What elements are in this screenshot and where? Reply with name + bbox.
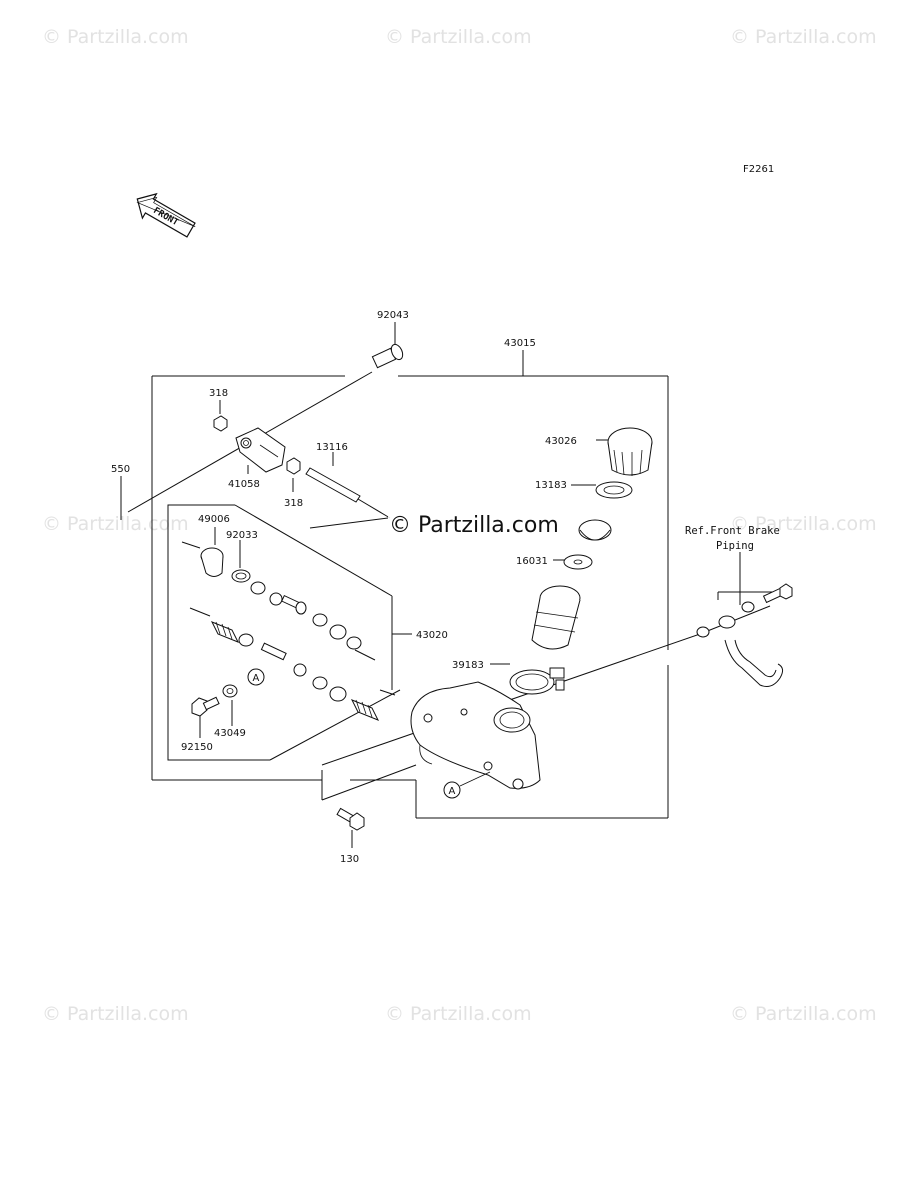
watermark-text: © Partzilla.com [730, 26, 877, 48]
callout-letter: A [449, 786, 456, 797]
reference-note-line1: Ref.Front Brake [685, 525, 780, 537]
nut-318-top [213, 415, 228, 432]
front-arrow-icon: FRONT [136, 192, 196, 238]
spring-upper [210, 621, 240, 643]
nut-318-bottom [286, 457, 301, 475]
bolt-92150 [191, 696, 220, 717]
callout-a-lower: A [443, 781, 461, 799]
callout-letter: A [253, 673, 260, 684]
watermark-text: © Partzilla.com [42, 513, 189, 535]
reference-note-line2: Piping [716, 540, 754, 552]
part-labels: 92043 43015 318 13116 41058 318 550 4302… [111, 310, 577, 865]
part-label-92033: 92033 [226, 530, 258, 541]
figure-code: F2261 [743, 164, 774, 175]
clamp-39183 [509, 667, 565, 695]
bolt-130 [336, 807, 365, 831]
part-label-43020: 43020 [416, 630, 448, 641]
watermark-text: © Partzilla.com [385, 1003, 532, 1025]
diaphragm [578, 519, 612, 541]
reference-note: Ref.Front Brake Piping [685, 525, 780, 552]
callout-a-upper: A [247, 668, 265, 686]
center-watermark-text: © Partzilla.com [389, 513, 559, 538]
watermark-text: © Partzilla.com [730, 1003, 877, 1025]
snap-ring-92033 [231, 569, 251, 583]
part-label-41058: 41058 [228, 479, 260, 490]
brake-piping-ref [696, 583, 793, 687]
watermark-text: © Partzilla.com [42, 26, 189, 48]
part-label-92150: 92150 [181, 742, 213, 753]
part-label-92043: 92043 [377, 310, 409, 321]
assembly-frame-43015 [151, 350, 669, 819]
clevis-41058 [235, 427, 286, 473]
plate-13183 [595, 481, 633, 499]
washer-43049 [222, 684, 238, 698]
watermark-text: © Partzilla.com [42, 1003, 189, 1025]
parts-drawings: A A [120, 343, 793, 831]
leader-lines [120, 322, 776, 848]
assembly-frame-43020 [167, 504, 412, 761]
part-label-43049: 43049 [214, 728, 246, 739]
part-label-49006: 49006 [198, 514, 230, 525]
spring-lower [350, 699, 380, 721]
washer-16031 [563, 554, 593, 570]
part-label-39183: 39183 [452, 660, 484, 671]
part-label-43026: 43026 [545, 436, 577, 447]
part-label-318-bottom: 318 [284, 498, 303, 509]
piston-kit-upper [250, 581, 362, 650]
master-cylinder-body [410, 681, 541, 790]
part-label-43015: 43015 [504, 338, 536, 349]
watermark-grid: © Partzilla.com © Partzilla.com © Partzi… [42, 26, 877, 1025]
part-label-13183: 13183 [535, 480, 567, 491]
part-label-318-top: 318 [209, 388, 228, 399]
piston-kit-lower [238, 633, 347, 702]
part-label-16031: 16031 [516, 556, 548, 567]
part-label-550: 550 [111, 464, 130, 475]
push-rod-13116 [305, 467, 391, 519]
pin-92043 [371, 343, 404, 369]
part-label-130: 130 [340, 854, 359, 865]
watermark-text: © Partzilla.com [730, 513, 877, 535]
part-label-13116: 13116 [316, 442, 348, 453]
watermark-text: © Partzilla.com [385, 26, 532, 48]
reservoir-cap-43026 [607, 427, 653, 476]
sleeve-49006 [200, 547, 224, 577]
reservoir [531, 585, 581, 650]
center-watermark: © Partzilla.com [388, 510, 570, 538]
